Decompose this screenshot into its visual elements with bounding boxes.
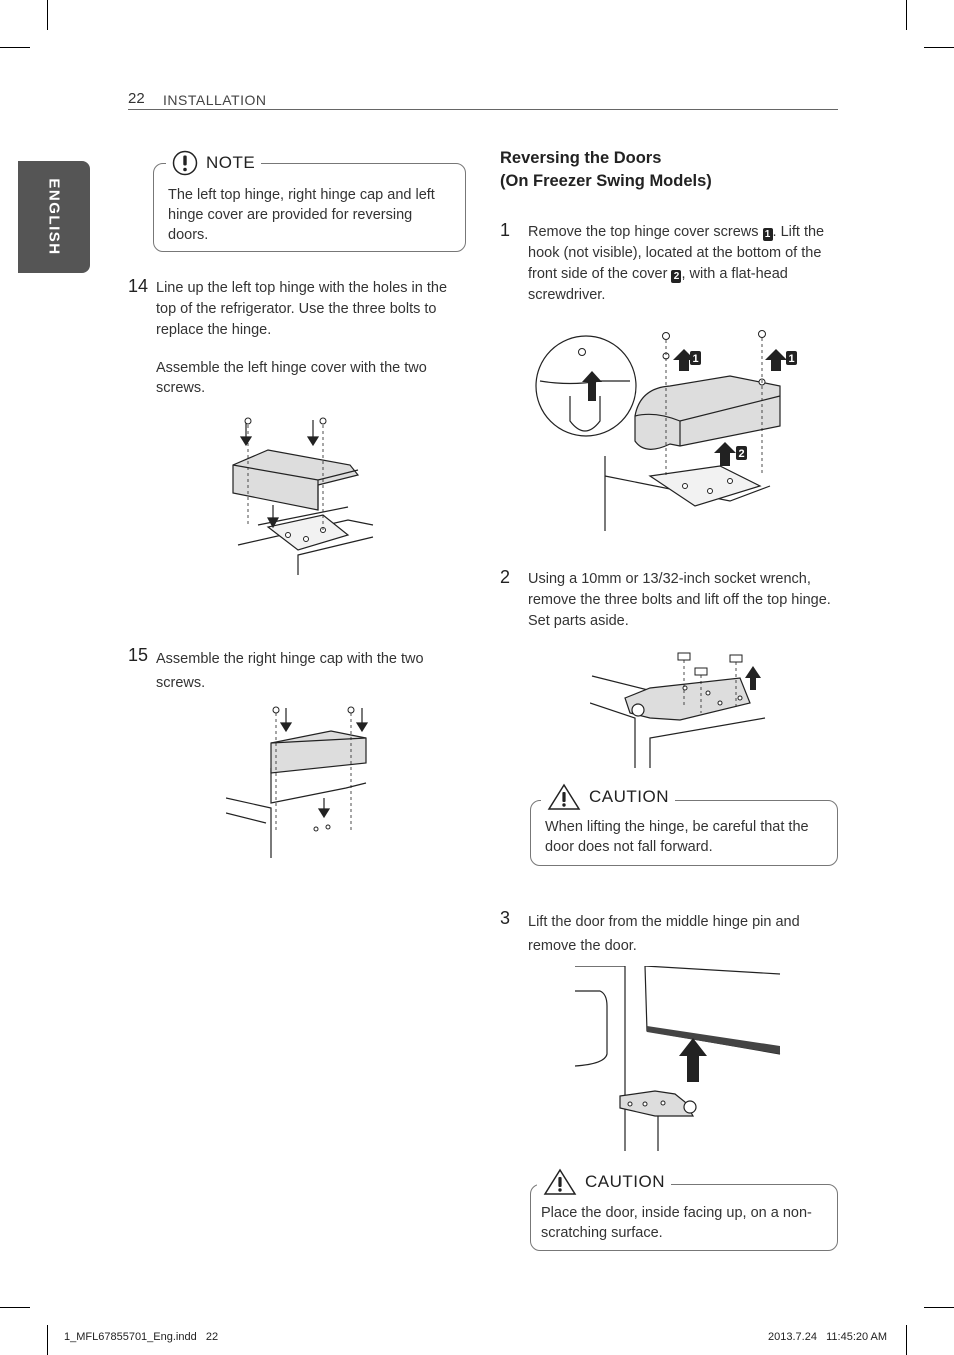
section-title: INSTALLATION bbox=[163, 92, 267, 108]
caution-box-1: When lifting the hinge, be careful that … bbox=[530, 800, 838, 866]
language-tab-label: ENGLISH bbox=[45, 178, 63, 256]
figure-lift-door bbox=[575, 966, 781, 1151]
warning-icon bbox=[543, 1168, 577, 1195]
caution-2-text: Place the door, inside facing up, on a n… bbox=[541, 1205, 812, 1241]
footer-timestamp: 2013.7.24 11:45:20 AM bbox=[768, 1331, 888, 1343]
caution-2-heading: CAUTION bbox=[537, 1168, 671, 1196]
step-1-text: Remove the top hinge cover screws 1. Lif… bbox=[528, 222, 828, 306]
caution-1-heading-label: CAUTION bbox=[589, 787, 669, 806]
caution-1-heading: CAUTION bbox=[541, 783, 675, 811]
warning-icon bbox=[547, 783, 581, 810]
step-1-text-b: . Lift the hook (not visible), located a… bbox=[528, 224, 825, 282]
note-heading-label: NOTE bbox=[206, 153, 256, 172]
step-15-text: Assemble the right hinge cap with the tw… bbox=[156, 651, 424, 691]
step-15-number: 15 bbox=[128, 645, 149, 665]
step-14-text-2: Assemble the left hinge cover with the t… bbox=[156, 360, 427, 396]
figure-right-hinge-cap bbox=[226, 706, 369, 858]
step-2-text: Using a 10mm or 13/32-inch socket wrench… bbox=[528, 571, 831, 629]
caution-box-2: Place the door, inside facing up, on a n… bbox=[530, 1184, 838, 1251]
title-line-2: (On Freezer Swing Models) bbox=[500, 172, 712, 190]
header-rule bbox=[128, 109, 838, 110]
language-tab: ENGLISH bbox=[18, 161, 90, 273]
footer-file: 1_MFL67855701_Eng.indd 22 bbox=[64, 1331, 219, 1343]
step-1-badge-2: 2 bbox=[671, 270, 682, 283]
reversing-doors-title: Reversing the Doors (On Freezer Swing Mo… bbox=[500, 147, 712, 193]
figure-remove-top-hinge bbox=[590, 652, 766, 768]
exclamation-icon bbox=[172, 150, 198, 176]
step-3-number: 3 bbox=[500, 908, 511, 928]
note-text: The left top hinge, right hinge cap and … bbox=[168, 187, 435, 243]
step-1-text-a: Remove the top hinge cover screws bbox=[528, 224, 759, 240]
step-14-number: 14 bbox=[128, 276, 149, 296]
title-line-1: Reversing the Doors bbox=[500, 149, 662, 167]
step-3-text: Lift the door from the middle hinge pin … bbox=[528, 914, 800, 954]
note-heading: NOTE bbox=[166, 150, 262, 176]
step-1-text-c: , with a flat-head screwdriver. bbox=[528, 266, 788, 303]
step-14-text: Line up the left top hinge with the hole… bbox=[156, 280, 448, 338]
figure-left-hinge-cover bbox=[232, 417, 374, 575]
figure-label-2: 2 bbox=[738, 448, 744, 460]
step-1-badge-1: 1 bbox=[762, 228, 773, 241]
step-2-number: 2 bbox=[500, 567, 511, 587]
figure-label-1b: 1 bbox=[788, 353, 794, 365]
figure-label-1a: 1 bbox=[692, 353, 698, 365]
caution-2-heading-label: CAUTION bbox=[585, 1172, 665, 1191]
figure-remove-hinge-cover: 1 1 2 bbox=[535, 330, 797, 531]
caution-1-text: When lifting the hinge, be careful that … bbox=[545, 819, 809, 855]
note-box: The left top hinge, right hinge cap and … bbox=[153, 163, 466, 252]
step-1-number: 1 bbox=[500, 220, 511, 240]
page-number: 22 bbox=[128, 90, 145, 107]
